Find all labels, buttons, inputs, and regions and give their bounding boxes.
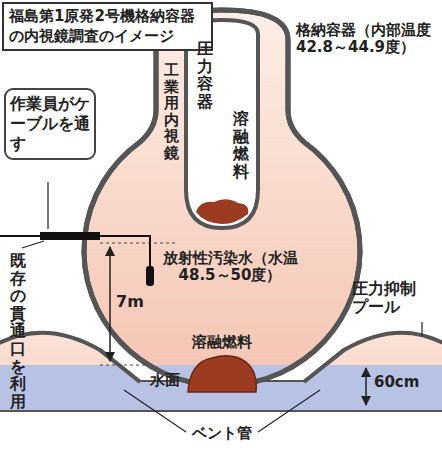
melted-fuel [188,356,256,392]
title-text: 福島第1原発2号機格納容器の内視鏡調査のイメージ [9,7,206,46]
leader-line [47,182,48,229]
endoscope [100,236,150,268]
penetration-label: 既存の貫通口を利用 [10,252,26,410]
vent-label: ベント管 [190,425,254,442]
title-box: 福島第1原発2号機格納容器の内視鏡調査のイメージ [2,2,213,51]
callout-text: 作業員がケーブルを通す [10,94,90,154]
vessel-label: 圧力容器 [197,40,213,110]
penetration-cable [40,232,100,240]
dimension-label: 60cm [374,374,419,391]
endoscope-label: 工業用内視鏡 [164,62,179,161]
melted-fuel [196,199,248,224]
leader-line [258,390,320,432]
containment-vessel [84,10,360,386]
callout-box: 作業員がケーブルを通す [4,88,96,160]
dimension-label: 7m [116,293,144,311]
surface-label: 水面 [150,372,180,389]
pool-label: 圧力抑制プール [352,280,426,317]
water-label: 放射性汚染水（水温48.5～50度） [155,250,305,285]
leader-line [124,390,186,432]
pressure-vessel [186,20,258,228]
leader-line [22,241,44,248]
dimension-arrow [109,247,111,361]
fuel-label: 溶融燃料 [233,110,249,180]
fuel-label: 溶融燃料 [182,334,262,351]
vessel-label: 格納容器（内部温度42.8～44.9度） [296,22,440,57]
dimension-arrow [365,368,367,405]
leader-line [421,322,422,336]
